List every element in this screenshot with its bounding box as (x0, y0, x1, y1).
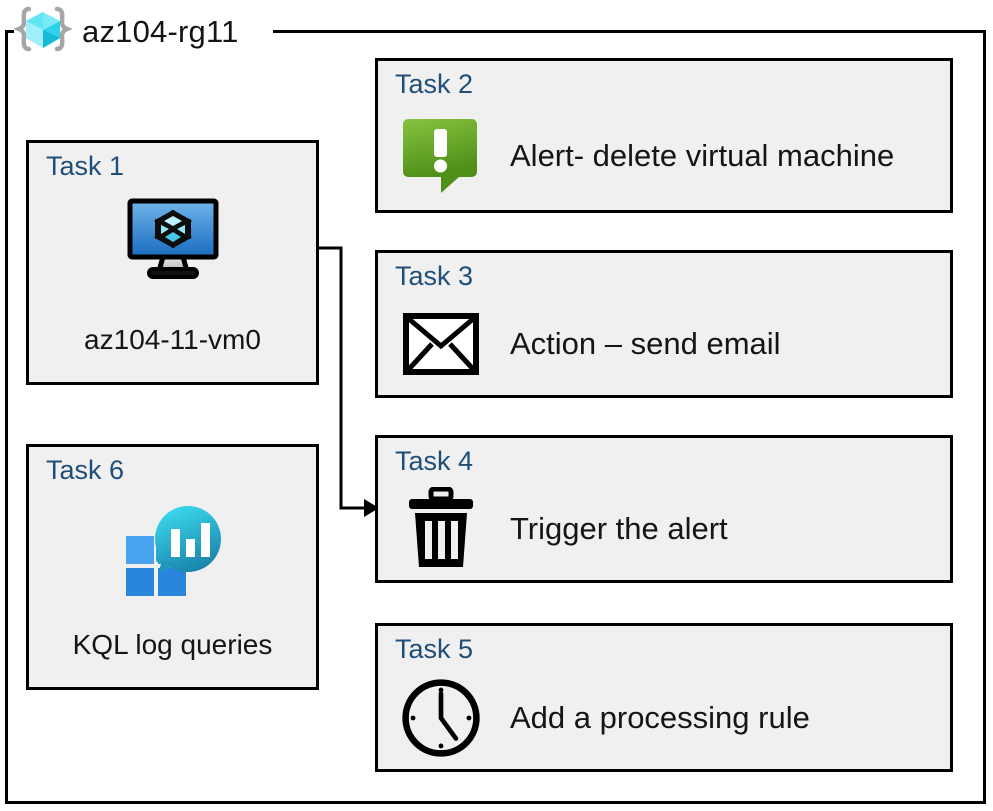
task-5-caption: Add a processing rule (510, 699, 810, 735)
clock-icon (400, 677, 482, 759)
card-task-6[interactable]: Task 6 (26, 444, 319, 690)
resource-group-frame (5, 30, 986, 804)
resource-group-header: az104-rg11 (14, 6, 245, 58)
card-task-5[interactable]: Task 5 Add a processing rule (375, 623, 953, 772)
card-task-3[interactable]: Task 3 Action – send email (375, 250, 953, 398)
task-3-body: Action – send email (400, 299, 940, 389)
task-6-label: Task 6 (46, 455, 125, 485)
azure-resource-group-icon (14, 6, 72, 58)
envelope-icon (400, 303, 482, 385)
task-6-caption: KQL log queries (72, 629, 273, 660)
trash-icon (400, 487, 482, 570)
card-task-2[interactable]: Task 2 Alert- delete virtual machin (375, 58, 953, 213)
card-task-1[interactable]: Task 1 (26, 140, 319, 385)
task-5-label: Task 5 (395, 634, 474, 664)
log-analytics-icon (118, 501, 228, 601)
task-4-label: Task 4 (395, 446, 474, 476)
task-2-body: Alert- delete virtual machine (400, 107, 940, 204)
task-2-label: Task 2 (395, 69, 474, 99)
task-1-caption: az104-11-vm0 (84, 324, 261, 355)
resource-group-border-top-right (273, 30, 986, 33)
task-1-label: Task 1 (46, 151, 125, 181)
resource-group-name: az104-rg11 (82, 14, 239, 49)
task-6-body: KQL log queries (29, 493, 316, 687)
task-1-body: az104-11-vm0 (29, 189, 316, 382)
card-task-4[interactable]: Task 4 Trigger the alert (375, 435, 953, 583)
task-4-caption: Trigger the alert (510, 511, 728, 546)
task-3-label: Task 3 (395, 261, 474, 291)
task-5-body: Add a processing rule (400, 672, 940, 763)
virtual-machine-icon (125, 197, 221, 281)
alert-bubble-icon (400, 115, 482, 197)
task-3-caption: Action – send email (510, 326, 781, 361)
task-4-body: Trigger the alert (400, 484, 940, 574)
task-2-caption: Alert- delete virtual machine (510, 137, 895, 173)
